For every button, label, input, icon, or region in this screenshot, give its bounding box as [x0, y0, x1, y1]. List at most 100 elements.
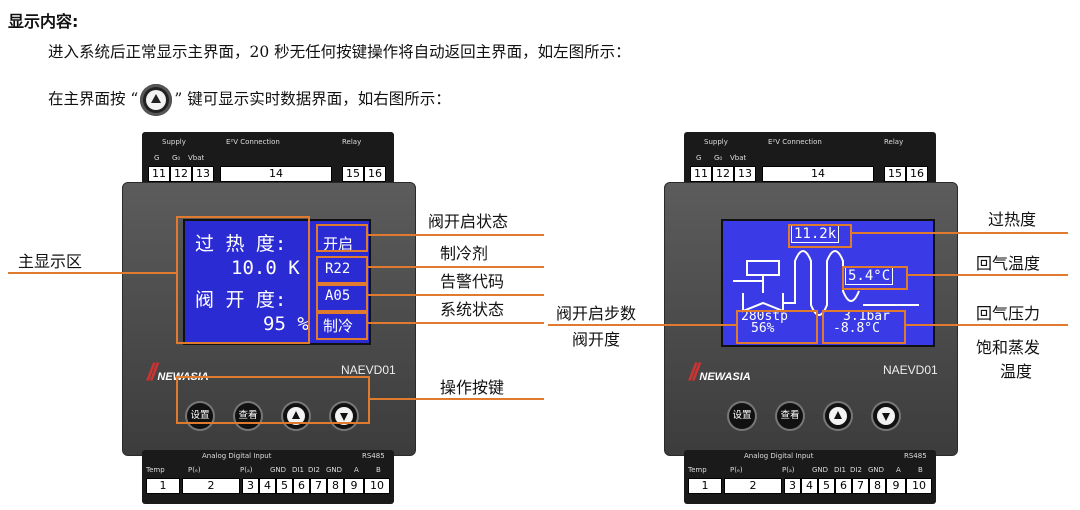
ev-connection-label: E²V Connection	[768, 138, 822, 146]
paragraph-realtime-screen: 在主界面按 “” 键可显示实时数据界面，如右图所示：	[48, 82, 451, 116]
paragraph-post-text: ” 键可显示实时数据界面，如右图所示：	[174, 90, 451, 108]
terminal-6: 6	[835, 478, 852, 494]
gnd2-label: GND	[868, 466, 885, 474]
di1-label: DI1	[834, 466, 846, 474]
gnd-label: GND	[270, 466, 287, 474]
view-key-label: 查看	[780, 410, 800, 421]
lcd-return-pressure: 3.1bar	[843, 309, 890, 324]
temp-label: Temp	[146, 466, 165, 474]
model-name: NAEVD01	[341, 363, 396, 377]
lcd-superheat-value: 10.0 K	[231, 257, 300, 279]
pa-label: P(ₐ)	[782, 466, 795, 474]
return-temp-highlight	[842, 266, 908, 290]
view-key-label: 查看	[238, 410, 258, 421]
sys-state-leader	[366, 322, 544, 324]
bottom-terminal-block: Analog Digital Input RS485 Temp P(ₑ) P(ₐ…	[142, 450, 394, 504]
analog-input-label: Analog Digital Input	[744, 452, 814, 460]
callout-refrigerant: 制冷剂	[440, 244, 489, 263]
terminal-1: 1	[146, 478, 180, 494]
terminal-5: 5	[818, 478, 835, 494]
brand-logo: // NEWASIA	[689, 359, 751, 387]
pa-label: P(ₐ)	[240, 466, 253, 474]
valve-state-highlight	[316, 224, 368, 252]
temp-label: Temp	[688, 466, 707, 474]
terminal-1: 1	[688, 478, 722, 494]
a-label: A	[354, 466, 359, 474]
view-key-button[interactable]: 查看	[235, 403, 261, 429]
pe-label: P(ₑ)	[188, 466, 201, 474]
controller-left: Supply E²V Connection Relay G G₀ Vbat 11…	[122, 132, 416, 504]
terminal-11: 11	[690, 166, 712, 182]
callout-sat-temp-1: 饱和蒸发	[976, 338, 1041, 357]
set-key-button[interactable]: 设置	[729, 403, 755, 429]
arrow-up-icon	[292, 411, 300, 419]
superheat-leader	[850, 232, 1068, 234]
callout-main-display: 主显示区	[18, 252, 83, 271]
callout-sat-temp-2: 温度	[1000, 362, 1033, 381]
superheat-highlight	[788, 224, 852, 248]
lcd-system-state: 制冷	[323, 317, 354, 335]
pressure-highlight	[822, 310, 906, 344]
refrigerant-highlight	[316, 256, 368, 284]
controller-right: Supply E²V Connection Relay G G₀ Vbat 11…	[664, 132, 958, 504]
up-key-icon	[140, 84, 173, 116]
arrow-down-icon	[882, 413, 890, 421]
terminal-9: 9	[344, 478, 364, 494]
lcd-screen: 过 热 度: 10.0 K 阀 开 度: 95 % 开启 R22 A05 制冷	[183, 219, 371, 345]
up-key-button[interactable]	[825, 403, 851, 429]
lcd-sat-temp: -8.8°C	[833, 321, 880, 336]
section-heading: 显示内容:	[8, 12, 79, 31]
b-label: B	[376, 466, 381, 474]
rs485-label: RS485	[904, 452, 927, 460]
terminal-6: 6	[293, 478, 310, 494]
di2-label: DI2	[850, 466, 862, 474]
terminal-16: 16	[906, 166, 928, 182]
main-area-highlight	[176, 216, 310, 344]
terminal-12: 12	[170, 166, 192, 182]
terminal-3: 3	[242, 478, 259, 494]
view-key-button[interactable]: 查看	[777, 403, 803, 429]
bottom-terminal-block: Analog Digital Input RS485 Temp P(ₑ) P(ₐ…	[684, 450, 936, 504]
term-vbat-label: Vbat	[188, 154, 205, 162]
lcd-opening-label: 阀 开 度:	[195, 289, 287, 311]
sys-state-highlight	[316, 312, 368, 340]
callout-superheat: 过热度	[988, 210, 1037, 229]
terminal-15: 15	[342, 166, 364, 182]
logo-mark-icon: //	[147, 359, 157, 386]
down-key-button[interactable]	[331, 403, 357, 429]
up-key-button[interactable]	[283, 403, 309, 429]
valve-state-leader	[366, 234, 544, 236]
top-terminal-block: Supply E²V Connection Relay G G₀ Vbat 11…	[684, 132, 936, 190]
set-key-label: 设置	[732, 410, 752, 421]
lcd-opening-value: 95 %	[263, 313, 309, 335]
set-key-label: 设置	[190, 410, 210, 421]
term-g0-label: G₀	[172, 154, 181, 162]
arrow-up-icon	[834, 411, 842, 419]
lcd-refrigerant: R22	[325, 261, 351, 277]
terminal-4: 4	[259, 478, 276, 494]
relay-label: Relay	[342, 138, 362, 146]
terminal-5: 5	[276, 478, 293, 494]
top-terminal-block: Supply E²V Connection Relay G G₀ Vbat 11…	[142, 132, 394, 190]
refrigerant-leader	[366, 266, 544, 268]
gnd2-label: GND	[326, 466, 343, 474]
callout-keys: 操作按键	[440, 378, 505, 397]
terminal-8: 8	[869, 478, 886, 494]
logo-mark-icon: //	[689, 359, 699, 386]
return-temp-leader	[906, 274, 1068, 276]
term-g-label: G	[696, 154, 702, 162]
pe-label: P(ₑ)	[730, 466, 743, 474]
terminal-2: 2	[182, 478, 240, 494]
down-key-button[interactable]	[873, 403, 899, 429]
di1-label: DI1	[292, 466, 304, 474]
term-g0-label: G₀	[714, 154, 723, 162]
term-g-label: G	[154, 154, 160, 162]
terminal-8: 8	[327, 478, 344, 494]
lcd-valve-steps: 280stp	[741, 309, 788, 324]
di2-label: DI2	[308, 466, 320, 474]
lcd-superheat-label: 过 热 度:	[195, 233, 287, 255]
terminal-7: 7	[310, 478, 327, 494]
b-label: B	[918, 466, 923, 474]
callout-valve-steps: 阀开启步数	[556, 304, 637, 323]
set-key-button[interactable]: 设置	[187, 403, 213, 429]
